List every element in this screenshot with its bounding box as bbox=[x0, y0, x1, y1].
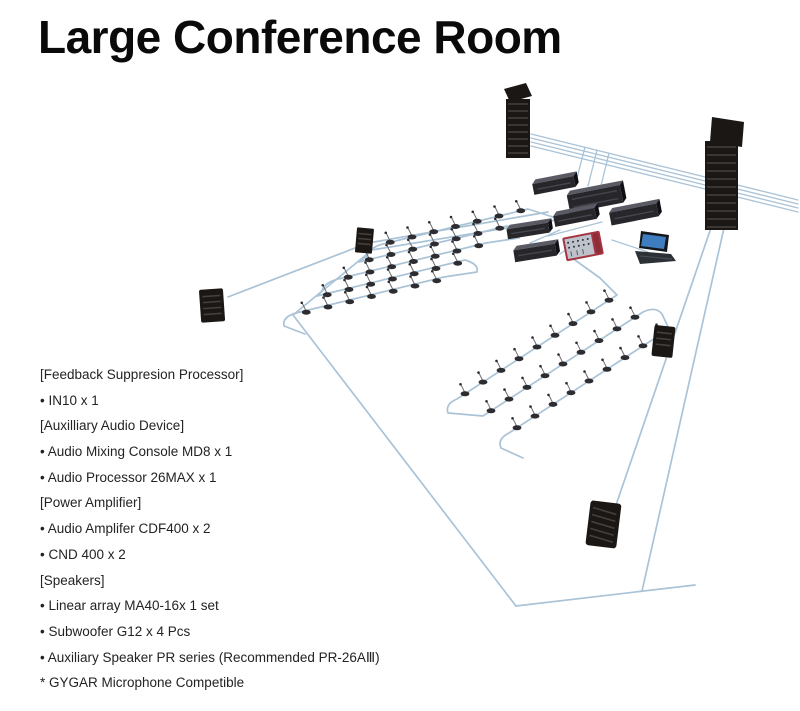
delegate-mic-icon bbox=[450, 227, 461, 242]
delegate-mic-icon bbox=[593, 329, 604, 344]
laptop-icon bbox=[635, 231, 676, 264]
line-array-speaker-icon bbox=[504, 83, 532, 158]
delegate-mic-icon bbox=[385, 255, 397, 270]
delegate-mic-icon bbox=[342, 266, 353, 280]
rack-amplifier-icon bbox=[609, 198, 662, 226]
delegate-mic-icon bbox=[619, 346, 630, 361]
equipment-list-item: [Speakers] bbox=[40, 572, 105, 588]
equipment-list-item: [Feedback Suppresion Processor] bbox=[40, 367, 244, 382]
cable-run bbox=[641, 227, 725, 592]
delegate-mic-icon bbox=[583, 370, 594, 384]
delegate-mic-icon bbox=[603, 289, 614, 303]
delegate-mic-icon bbox=[386, 268, 397, 282]
equipment-list-item: • Linear array MA40-16x 1 set bbox=[40, 598, 219, 614]
equipment-list-item: [Power Amplifier] bbox=[40, 495, 142, 511]
delegate-mic-icon bbox=[427, 220, 439, 235]
equipment-list: [Feedback Suppresion Processor] • IN10 x… bbox=[40, 362, 380, 696]
delegate-mic-icon bbox=[449, 215, 460, 229]
equipment-list-item: • CND 400 x 2 bbox=[40, 546, 126, 562]
equipment-list-item: • Audio Amplifer CDF400 x 2 bbox=[40, 521, 211, 537]
delegate-mic-icon bbox=[384, 231, 395, 245]
delegate-mic-icon bbox=[364, 261, 375, 275]
feedback-processor-icon bbox=[513, 239, 561, 263]
delegate-mic-icon bbox=[472, 222, 483, 236]
mixing-console-icon bbox=[562, 230, 604, 262]
delegate-mic-icon bbox=[406, 226, 417, 240]
delegate-mic-icon bbox=[493, 217, 505, 231]
delegate-mic-icon bbox=[585, 301, 596, 315]
wall-speaker-icon bbox=[199, 288, 226, 323]
equipment-list-item: [Auxilliary Audio Device] bbox=[40, 418, 185, 434]
delegate-mic-icon bbox=[406, 238, 418, 252]
rack-amplifier-icon bbox=[566, 180, 627, 213]
wall-speaker-icon bbox=[354, 227, 374, 254]
delegate-mic-icon bbox=[459, 383, 470, 397]
delegate-mic-icon bbox=[549, 324, 560, 338]
delegate-mic-icon bbox=[343, 290, 355, 305]
delegate-mic-icon bbox=[565, 381, 576, 396]
delegate-mic-icon bbox=[611, 318, 622, 332]
delegate-mic-icon bbox=[601, 358, 612, 372]
equipment-list-item: • Audio Mixing Console MD8 x 1 bbox=[40, 444, 233, 460]
delegate-mic-icon bbox=[547, 393, 558, 407]
speakers bbox=[199, 83, 744, 549]
delegate-mic-icon bbox=[428, 233, 439, 247]
delegate-mic-icon bbox=[511, 417, 522, 431]
delegate-mic-icon bbox=[557, 353, 568, 367]
delegate-mic-icon bbox=[451, 240, 462, 254]
equipment-list-item: • Auxiliary Speaker PR series (Recommend… bbox=[40, 649, 380, 665]
delegate-mic-icon bbox=[575, 341, 586, 355]
delegate-mic-icon bbox=[430, 257, 441, 271]
equipment-list-item: * GYGAR Microphone Competible bbox=[40, 675, 245, 691]
delegate-mic-icon bbox=[493, 205, 504, 219]
delegate-mic-icon bbox=[451, 252, 463, 266]
page-title: Large Conference Room bbox=[38, 11, 562, 63]
delegate-mic-icon bbox=[529, 405, 540, 419]
cable-run bbox=[530, 133, 799, 213]
line-array-speaker-icon bbox=[705, 117, 744, 230]
equipment-list-item: • IN10 x 1 bbox=[40, 392, 99, 408]
delegate-mic-icon bbox=[472, 234, 484, 249]
delegate-mic-icon bbox=[637, 335, 648, 349]
delegate-mic-icon bbox=[495, 359, 506, 373]
cable-run bbox=[515, 584, 696, 607]
delegate-mic-icon bbox=[514, 199, 526, 214]
delegate-mic-icon bbox=[629, 306, 640, 320]
delegate-mic-icon bbox=[521, 376, 532, 390]
cable-run bbox=[292, 314, 517, 607]
equipment-list-item: • Audio Processor 26MAX x 1 bbox=[40, 469, 217, 485]
delegate-mic-icon bbox=[343, 278, 354, 292]
delegate-mic-icon bbox=[407, 250, 418, 264]
delegate-mic-icon bbox=[430, 269, 442, 284]
delegate-mic-icon bbox=[503, 388, 514, 402]
equipment-list-item: • Subwoofer G12 x 4 Pcs bbox=[40, 623, 191, 639]
delegate-mic-icon bbox=[385, 243, 396, 257]
cable-run bbox=[446, 254, 670, 459]
delegate-mic-icon bbox=[387, 280, 398, 294]
delegate-mic-icon bbox=[471, 210, 482, 224]
wall-speaker-icon bbox=[651, 325, 676, 358]
microphone-grid bbox=[300, 199, 666, 431]
delegate-mic-icon bbox=[539, 364, 550, 379]
cable-run bbox=[615, 224, 713, 506]
audio-processor-icon bbox=[506, 218, 553, 240]
audio-processor-icon bbox=[553, 203, 600, 227]
delegate-mic-icon bbox=[321, 283, 332, 298]
delegate-mic-icon bbox=[513, 347, 524, 362]
delegate-mic-icon bbox=[365, 285, 376, 299]
delegate-mic-icon bbox=[429, 245, 440, 259]
subwoofer-icon bbox=[585, 500, 622, 549]
delegate-mic-icon bbox=[531, 336, 542, 350]
delegate-mic-icon bbox=[485, 400, 496, 414]
delegate-mic-icon bbox=[477, 371, 488, 385]
equipment-cluster bbox=[506, 171, 676, 264]
delegate-mic-icon bbox=[322, 296, 333, 310]
delegate-mic-icon bbox=[408, 262, 419, 277]
delegate-mic-icon bbox=[567, 312, 578, 327]
delegate-mic-icon bbox=[300, 301, 311, 315]
delegate-mic-icon bbox=[409, 275, 420, 289]
rack-amplifier-icon bbox=[532, 171, 579, 195]
delegate-mic-icon bbox=[364, 273, 376, 287]
